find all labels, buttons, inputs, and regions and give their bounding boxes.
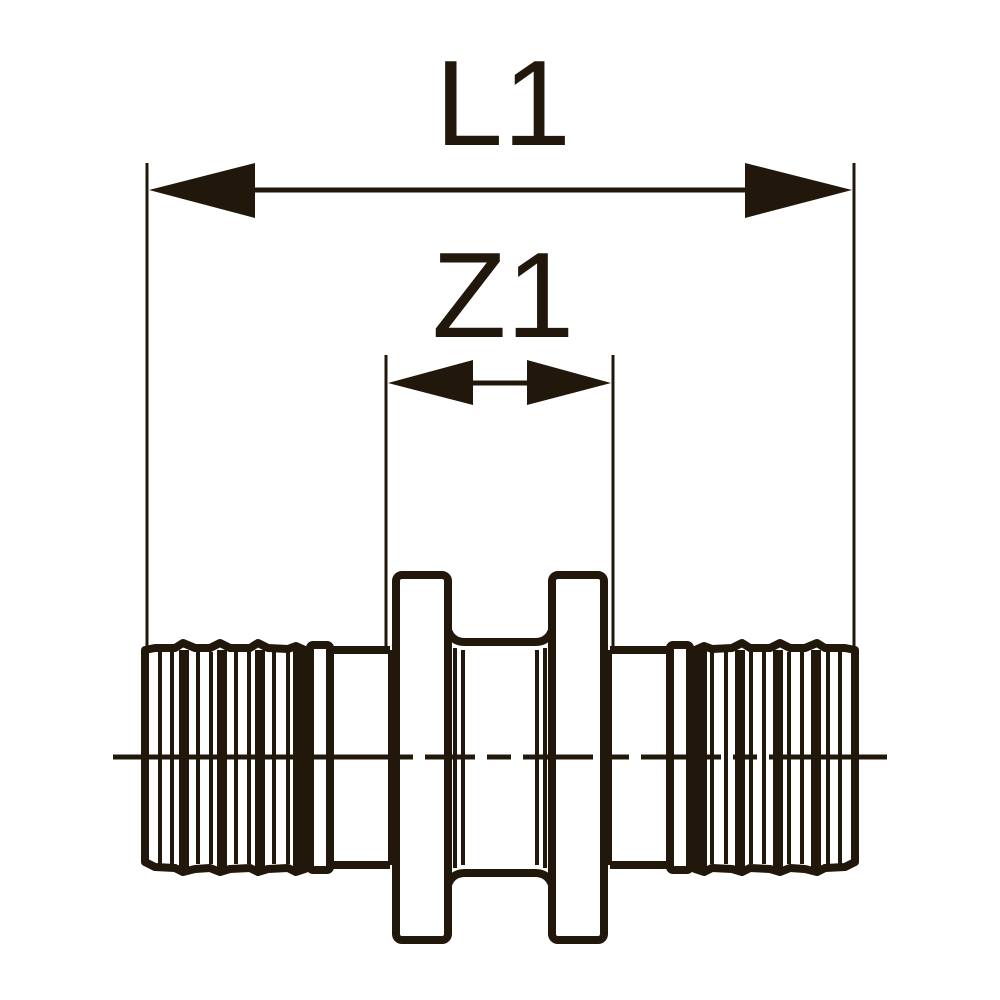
dimension-label-z1: Z1 — [432, 227, 574, 363]
arrow-left-icon — [388, 360, 473, 405]
dimension-label-l1: L1 — [435, 35, 571, 171]
arrow-left-icon — [149, 163, 255, 218]
dimension-z1 — [384, 355, 615, 648]
arrow-right-icon — [527, 360, 611, 405]
dimension-l1 — [145, 163, 856, 655]
center-body — [444, 628, 556, 887]
arrow-right-icon — [745, 163, 852, 218]
